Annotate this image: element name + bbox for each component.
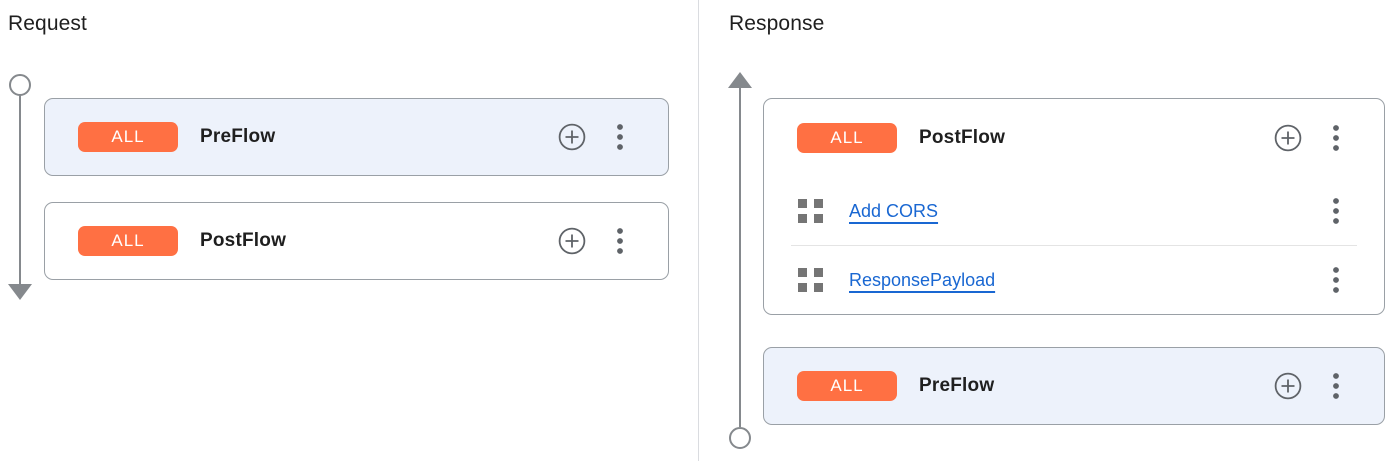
policy-grid-icon [798, 268, 823, 292]
add-policy-button[interactable] [1274, 124, 1302, 152]
kebab-menu-icon [617, 228, 623, 254]
plus-circle-icon [558, 227, 586, 255]
flow-menu-button[interactable] [1328, 125, 1344, 151]
plus-circle-icon [558, 123, 586, 151]
response-timeline-arrow-up-icon [728, 72, 752, 449]
flow-title: PreFlow [919, 375, 995, 396]
request-preflow-card[interactable]: ALL PreFlow [44, 98, 669, 176]
request-panel-title: Request [8, 12, 87, 35]
request-postflow-card[interactable]: ALL PostFlow [44, 202, 669, 280]
condition-badge: ALL [78, 122, 178, 152]
flow-card-header: ALL PreFlow [45, 99, 668, 175]
add-policy-button[interactable] [558, 123, 586, 151]
condition-badge: ALL [797, 123, 897, 153]
policy-row-response-payload: ResponsePayload [764, 246, 1384, 314]
add-policy-button[interactable] [1274, 372, 1302, 400]
policy-menu-button[interactable] [1328, 267, 1344, 293]
kebab-menu-icon [1333, 125, 1339, 151]
flow-menu-button[interactable] [612, 228, 628, 254]
policy-row-divider [791, 245, 1357, 246]
kebab-menu-icon [617, 124, 623, 150]
flow-menu-button[interactable] [1328, 373, 1344, 399]
kebab-menu-icon [1333, 198, 1339, 224]
response-panel-title: Response [729, 12, 825, 35]
policy-row-add-cors: Add CORS [764, 177, 1384, 245]
plus-circle-icon [1274, 124, 1302, 152]
kebab-menu-icon [1333, 267, 1339, 293]
flow-card-header: ALL PostFlow [764, 99, 1384, 177]
request-timeline-arrow-down-icon [8, 74, 32, 300]
condition-badge: ALL [78, 226, 178, 256]
response-preflow-card[interactable]: ALL PreFlow [763, 347, 1385, 425]
plus-circle-icon [1274, 372, 1302, 400]
flow-menu-button[interactable] [612, 124, 628, 150]
condition-badge: ALL [797, 371, 897, 401]
policy-link-add-cors[interactable]: Add CORS [849, 200, 939, 221]
flow-card-header: ALL PreFlow [764, 348, 1384, 424]
add-policy-button[interactable] [558, 227, 586, 255]
flow-title: PostFlow [200, 230, 287, 251]
flow-title: PostFlow [919, 127, 1006, 148]
policy-grid-icon [798, 199, 823, 223]
kebab-menu-icon [1333, 373, 1339, 399]
policy-link-response-payload[interactable]: ResponsePayload [849, 269, 996, 290]
response-postflow-card[interactable]: ALL PostFlow Add CORS [763, 98, 1385, 315]
panel-divider [698, 0, 699, 461]
flow-card-header: ALL PostFlow [45, 203, 668, 279]
flow-title: PreFlow [200, 126, 276, 147]
policy-menu-button[interactable] [1328, 198, 1344, 224]
